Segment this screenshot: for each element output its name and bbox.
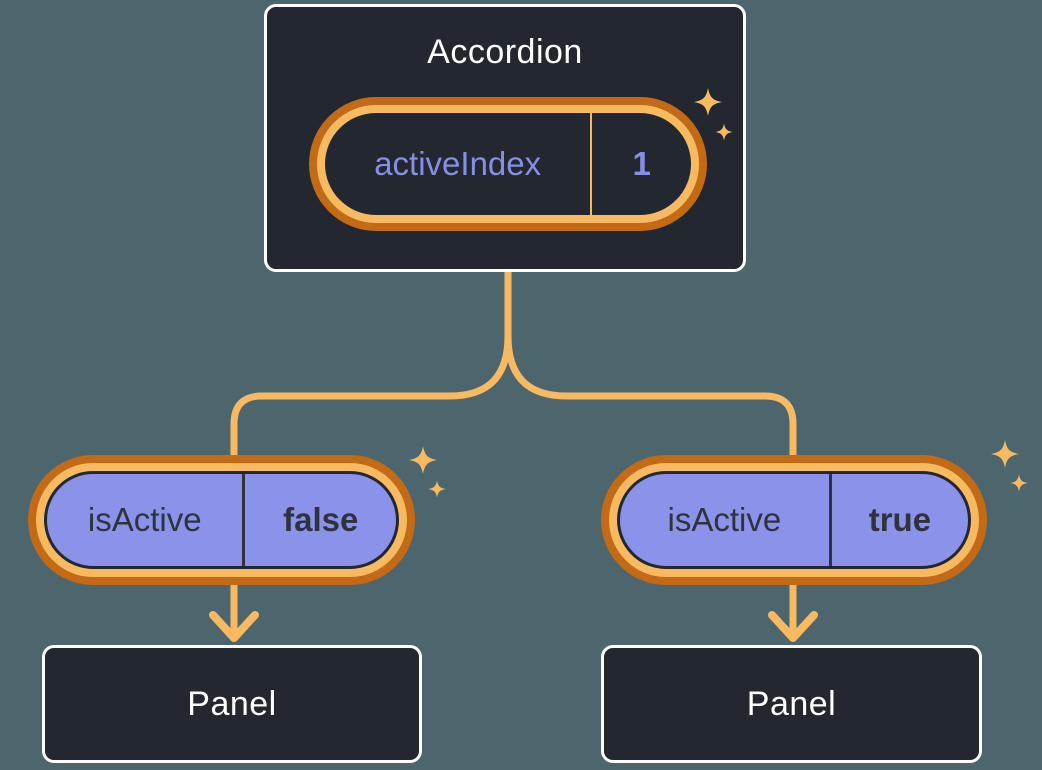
state-pill-core: isActive true	[617, 471, 971, 569]
panel-label: Panel	[746, 684, 837, 723]
pill-divider	[242, 474, 246, 566]
state-pill-core: isActive false	[44, 471, 399, 569]
arrow-down-icon	[209, 611, 259, 642]
panel-label: Panel	[187, 684, 277, 723]
sparkle-icon	[428, 480, 446, 498]
state-value: false	[283, 501, 359, 538]
panel-box-right: Panel	[601, 645, 982, 763]
sparkle-icon	[409, 446, 437, 474]
is-active-pill-right: isActive true	[601, 455, 987, 585]
state-value: true	[868, 501, 932, 538]
accordion-box: Accordion activeIndex 1	[264, 4, 746, 272]
state-label: isActive	[667, 501, 782, 538]
pill-divider	[590, 113, 593, 215]
state-value: 1	[632, 145, 651, 182]
state-pill-core: activeIndex 1	[325, 113, 691, 215]
edge-root-to-right	[504, 332, 797, 460]
panel-box-left: Panel	[42, 645, 422, 763]
is-active-pill-left: isActive false	[28, 455, 415, 585]
sparkle-icon	[1010, 474, 1028, 492]
pill-divider	[828, 474, 832, 566]
sparkle-icon	[991, 440, 1019, 468]
accordion-title: Accordion	[427, 33, 583, 71]
edge-root-to-left	[230, 332, 512, 460]
state-label: isActive	[87, 501, 202, 538]
active-index-state-pill: activeIndex 1	[309, 97, 707, 231]
arrow-down-icon	[768, 611, 818, 642]
state-label: activeIndex	[374, 145, 542, 182]
